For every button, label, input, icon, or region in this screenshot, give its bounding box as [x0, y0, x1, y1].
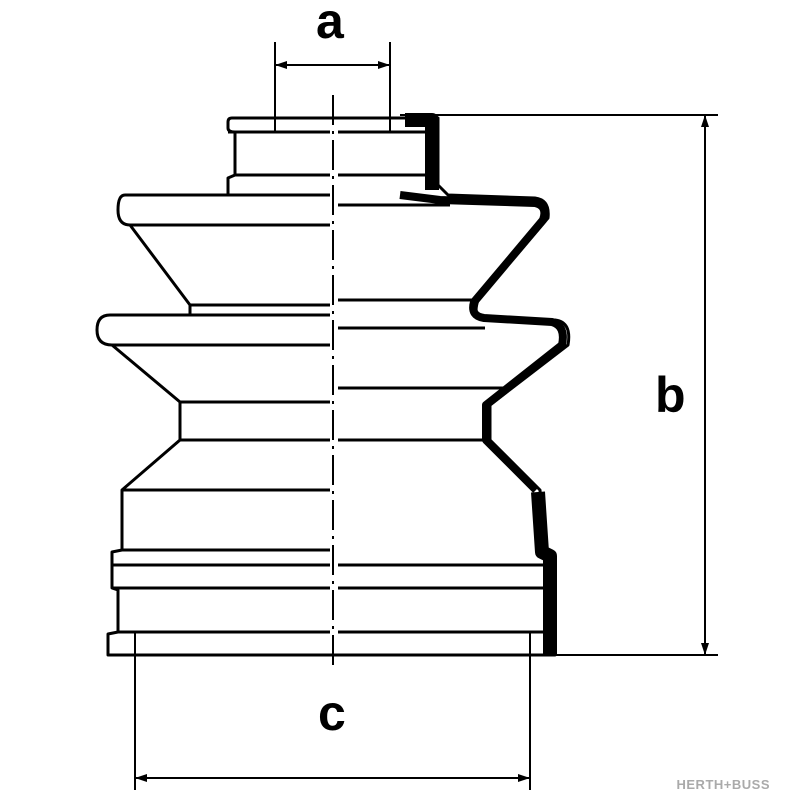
dimension-lines	[134, 42, 718, 790]
dimension-label-c: c	[318, 685, 346, 741]
dimension-label-a: a	[316, 0, 345, 49]
boot-left-outline	[95, 116, 333, 657]
section-lines-right	[338, 130, 548, 634]
section-lines-left	[112, 130, 330, 634]
dimension-label-b: b	[655, 367, 686, 423]
boot-wall-section	[399, 113, 567, 655]
brand-logo: HERTH+BUSS	[676, 777, 770, 792]
